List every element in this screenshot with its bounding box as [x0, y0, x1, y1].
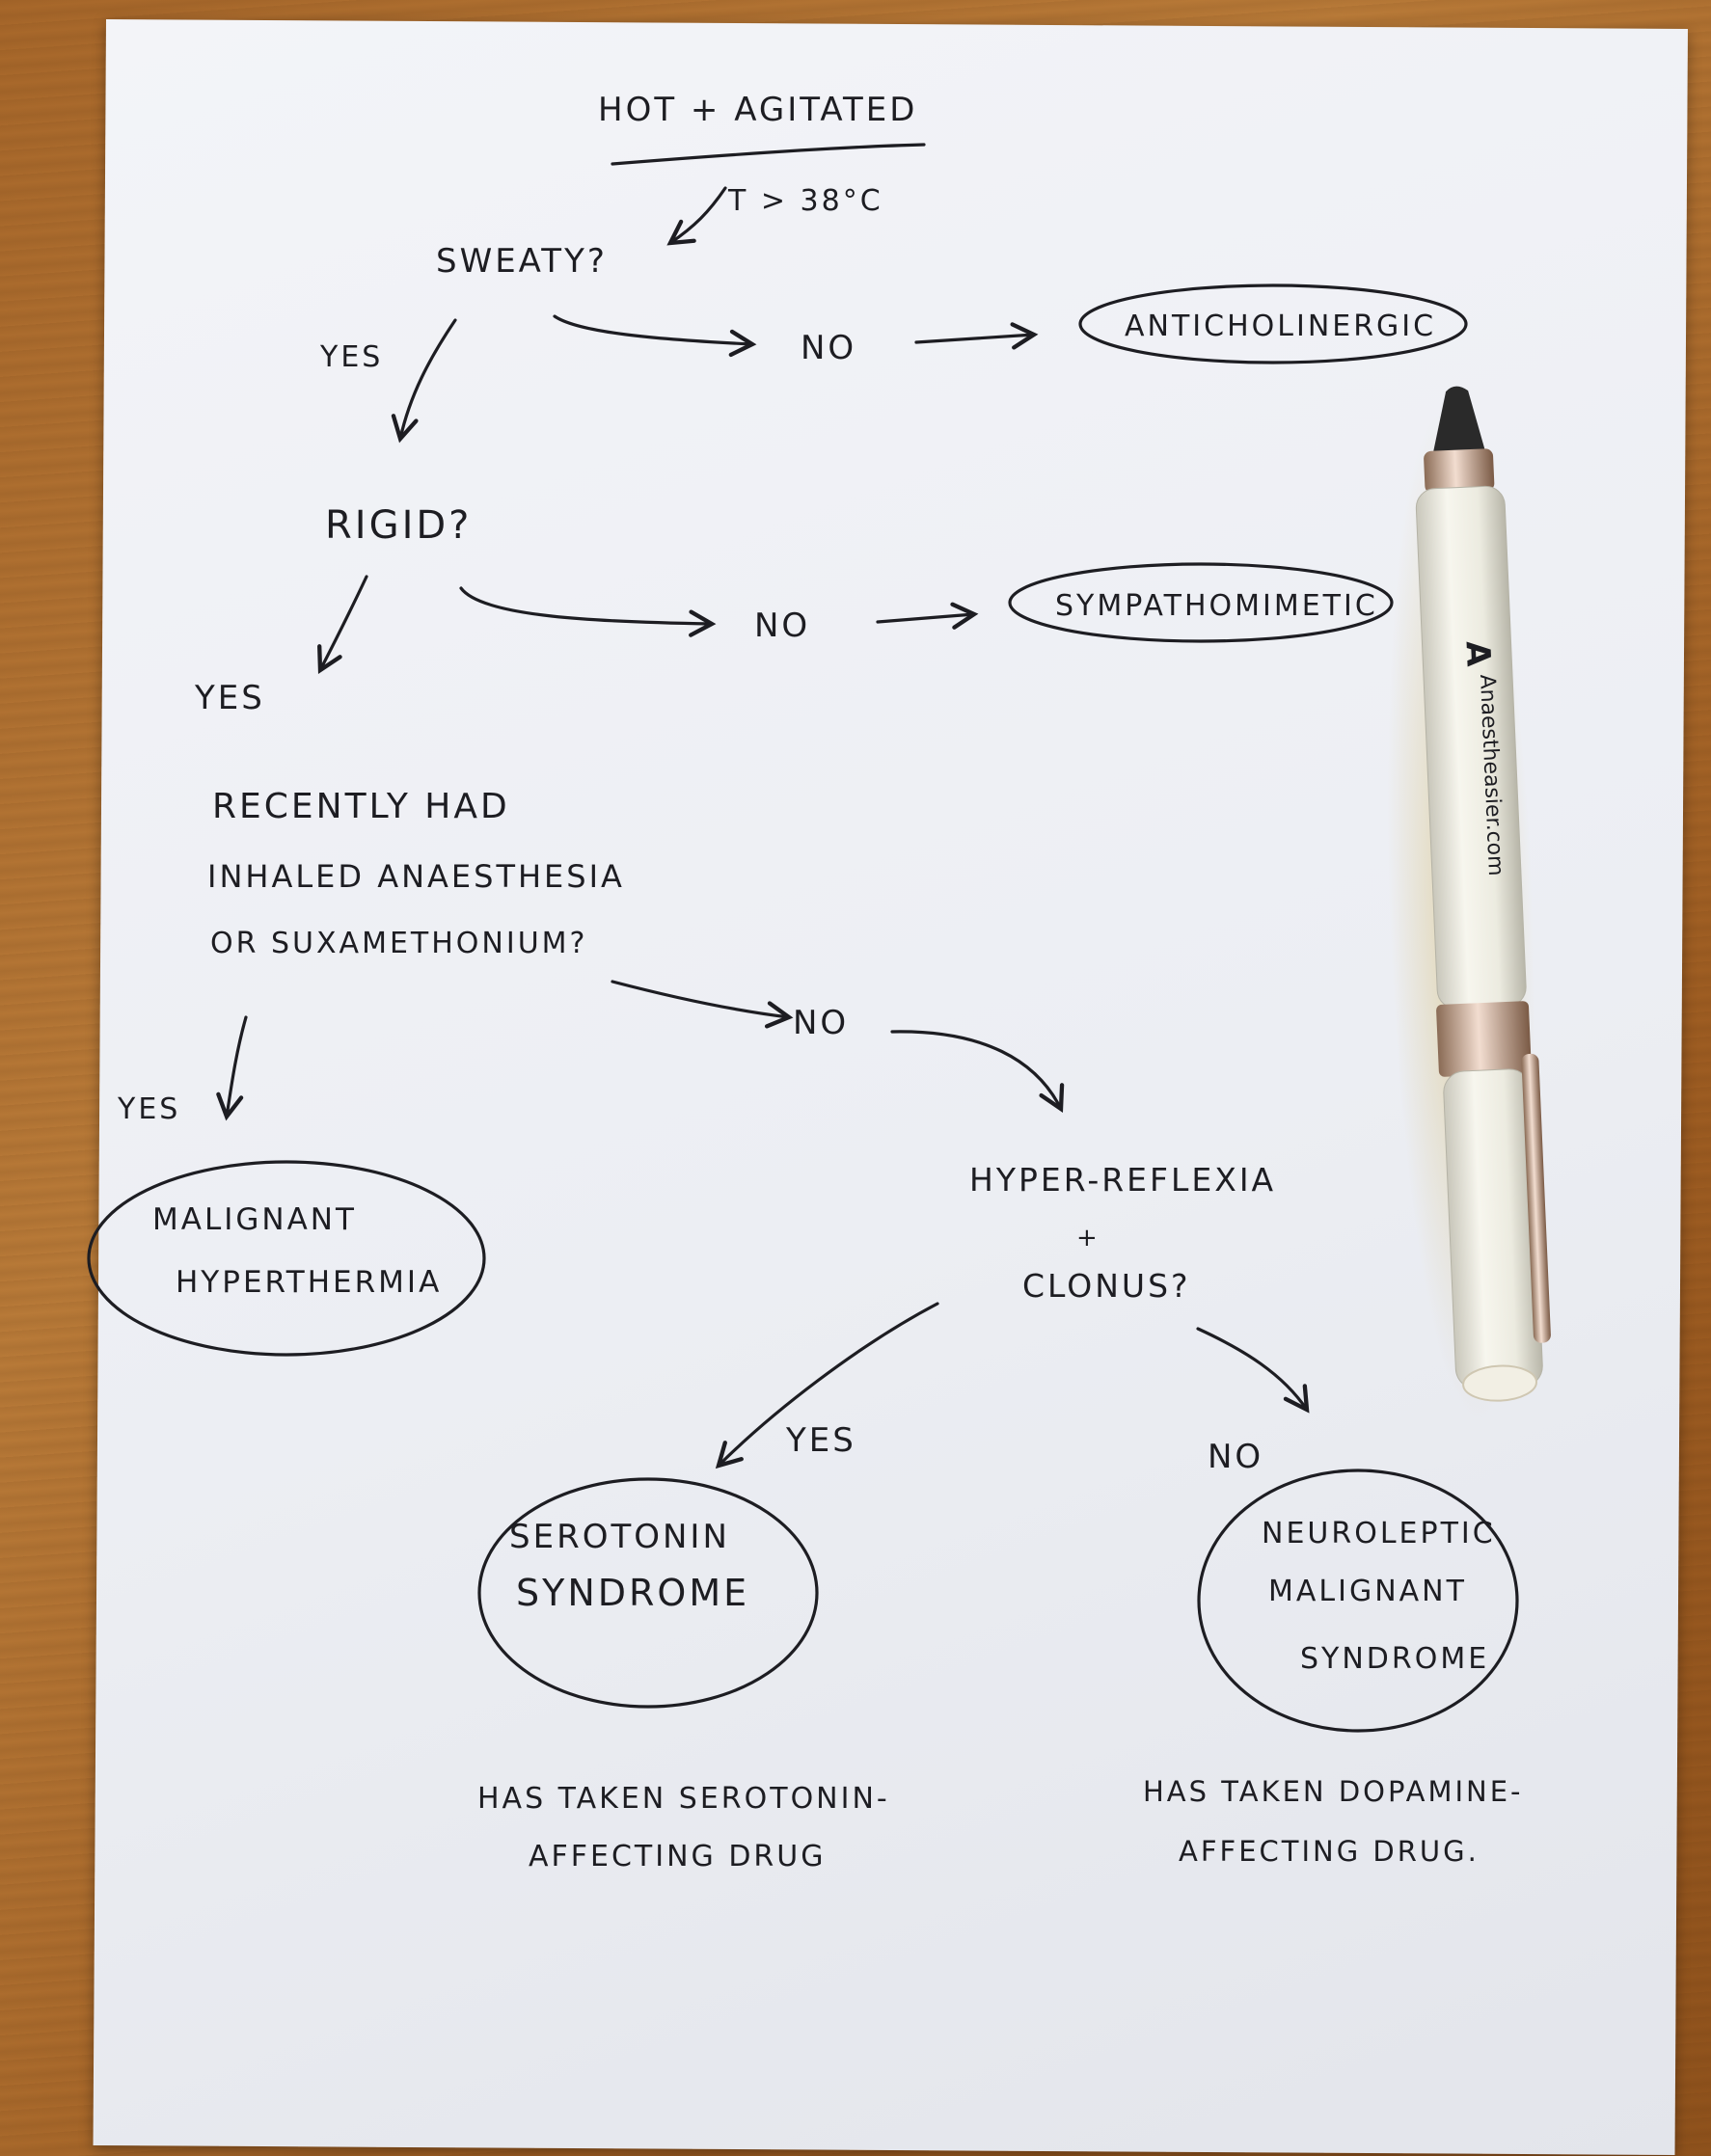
outcome-nms-oval	[1197, 1469, 1519, 1733]
outcome-mh-line1: MALIGNANT	[152, 1202, 357, 1237]
outcome-nms-line1: NEUROLEPTIC	[1262, 1517, 1496, 1550]
question-recent-line3: OR SUXAMETHONIUM?	[210, 927, 587, 960]
arrow-recent-yes	[216, 1015, 248, 1121]
title-text: HOT + AGITATED	[598, 91, 917, 129]
pen-end-cap	[1462, 1364, 1538, 1402]
label-recent-yes: YES	[117, 1092, 180, 1126]
arrow-rigid-yes	[317, 575, 368, 674]
note-nms-line2: AFFECTING DRUG.	[1179, 1835, 1480, 1868]
outcome-ss-line1: SEROTONIN	[509, 1518, 730, 1556]
outcome-nms-line2: MALIGNANT	[1268, 1575, 1467, 1608]
arrow-no-hyperreflexia	[890, 1030, 1065, 1113]
question-recent-line2: INHALED ANAESTHESIA	[207, 858, 625, 895]
pen-barrel	[1415, 485, 1527, 1010]
outcome-mh-line2: HYPERTHERMIA	[176, 1265, 442, 1300]
question-recent-line1: RECENTLY HAD	[212, 787, 510, 826]
arrow-no-anticholinergic	[914, 322, 1039, 350]
outcome-anticholinergic-oval	[1078, 283, 1468, 364]
arrow-hyper-yes	[715, 1302, 939, 1469]
outcome-sympathomimetic: SYMPATHOMIMETIC	[1055, 589, 1378, 623]
temperature-arrow	[666, 186, 727, 246]
pen-tip	[1432, 386, 1485, 453]
label-sweaty-no: NO	[801, 329, 856, 367]
pen-center-band	[1436, 1001, 1532, 1077]
pen-logo: A	[1457, 640, 1497, 668]
outcome-ss-oval	[477, 1477, 819, 1709]
question-hyper-line3: CLONUS?	[1022, 1267, 1191, 1305]
label-rigid-no: NO	[754, 606, 810, 645]
arrow-sweaty-no	[553, 314, 757, 358]
label-hyper-no: NO	[1208, 1438, 1263, 1476]
question-rigid: RIGID?	[325, 503, 472, 548]
title-underline	[611, 143, 926, 166]
label-rigid-yes: YES	[194, 679, 265, 717]
label-recent-no: NO	[793, 1004, 849, 1042]
outcome-anticholinergic: ANTICHOLINERGIC	[1125, 310, 1436, 343]
question-hyper-line1: HYPER-REFLEXIA	[969, 1161, 1276, 1199]
temperature-note: T > 38°C	[727, 184, 883, 218]
outcome-ss-line2: SYNDROME	[516, 1572, 749, 1614]
outcome-sympathomimetic-oval	[1008, 562, 1394, 643]
arrow-sweaty-yes	[391, 318, 457, 444]
arrow-rigid-no	[459, 586, 717, 637]
arrow-no-sympathomimetic	[876, 602, 979, 630]
label-sweaty-yes: YES	[319, 340, 383, 374]
pen: A Anaestheasier.com	[1415, 386, 1551, 1402]
label-hyper-yes: YES	[785, 1421, 856, 1460]
question-hyper-line2: +	[1076, 1224, 1100, 1253]
pen-clip	[1521, 1053, 1551, 1343]
note-ss-line2: AFFECTING DRUG	[529, 1840, 826, 1873]
note-nms-line1: HAS TAKEN DOPAMINE-	[1143, 1775, 1524, 1808]
outcome-mh-oval	[87, 1160, 486, 1357]
outcome-nms-line3: SYNDROME	[1300, 1642, 1489, 1676]
arrow-hyper-no	[1196, 1327, 1310, 1414]
pen-tip-ring	[1424, 448, 1495, 494]
note-ss-line1: HAS TAKEN SEROTONIN-	[477, 1782, 890, 1816]
question-sweaty: SWEATY?	[436, 242, 608, 281]
arrow-recent-no	[611, 980, 794, 1029]
